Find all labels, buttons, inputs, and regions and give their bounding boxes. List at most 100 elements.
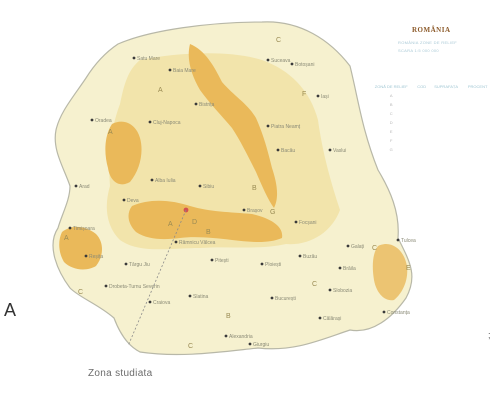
legend-cell [429,145,463,154]
zone-label: B [226,313,231,320]
legend-cell [414,118,428,127]
city-label: Giurgiu [253,342,269,348]
legend-cell [429,91,463,100]
city-label: Deva [127,198,139,204]
city-label: Alexandria [229,334,253,340]
city-marker [150,178,154,182]
legend-header-cell: SUPRAFAȚA [434,84,458,89]
city-label: Oradea [95,118,112,124]
legend-cell [429,109,463,118]
city-marker [346,244,350,248]
legend-row: E [368,127,492,136]
legend-cell [414,145,428,154]
legend-cell [463,109,492,118]
city-marker [338,266,342,270]
zone-label: A [158,87,163,94]
city-label: Craiova [153,300,170,306]
legend-cell: D [389,120,393,125]
legend-cell: C [389,111,393,116]
legend-cell [414,127,428,136]
legend-cell [429,136,463,145]
left-edge-fragment: A [4,300,17,320]
legend-header-cell: COD [417,84,427,89]
city-label: Alba Iulia [155,178,176,184]
city-marker [318,316,322,320]
city-label: Focșani [299,220,317,226]
city-label: Brașov [247,208,263,214]
city-label: București [275,296,296,302]
city-marker [168,68,172,72]
hills-region [106,53,340,250]
legend-row: A [368,91,492,100]
legend-header-cell: PROCENT [467,84,488,89]
mountains-east-carpathians [188,44,278,208]
city-marker [382,310,386,314]
study-area-leader-line [127,209,187,347]
legend-row: B [368,100,492,109]
city-marker [194,102,198,106]
city-label: Baia Mare [173,68,196,74]
city-marker [188,294,192,298]
city-marker [148,120,152,124]
mountains-south-carpathians [128,200,283,242]
city-marker [260,262,264,266]
city-marker [328,148,332,152]
city-marker [248,342,252,346]
city-label: Arad [79,184,90,190]
city-label: Ploiești [265,262,281,268]
legend-title: ROMÂNIA [412,26,451,34]
zone-label: A [168,221,173,228]
zone-label: B [206,229,211,236]
city-marker [148,300,152,304]
city-marker [68,226,72,230]
city-marker [132,56,136,60]
city-label: Râmnicu Vâlcea [179,240,216,246]
city-label: Călărași [323,316,341,322]
city-label: Satu Mare [137,56,160,62]
city-marker [316,94,320,98]
city-label: Tulcea [401,238,416,244]
zone-label: C [78,289,83,296]
city-label: Cluj-Napoca [153,120,181,126]
city-label: Galați [351,244,364,250]
legend-cell [414,109,428,118]
city-marker [266,124,270,128]
legend-cell [414,91,428,100]
city-marker [174,240,178,244]
legend-cell [414,136,428,145]
zone-label: A [108,129,113,136]
zone-label: G [270,209,275,216]
city-label: Slatina [193,294,209,300]
city-marker [74,184,78,188]
city-marker [276,148,280,152]
legend-cell: E [389,129,393,134]
legend-cell [463,127,492,136]
legend-cell [463,145,492,154]
city-label: Brăila [343,266,356,272]
city-marker [266,58,270,62]
city-label: Bistrița [199,102,215,108]
city-marker [224,334,228,338]
city-marker [290,62,294,66]
legend-cell: A [389,93,393,98]
zone-label: F [302,91,306,98]
zone-label: C [312,281,317,288]
mountains-banat [59,226,102,270]
city-label: Constanța [387,310,410,316]
zone-label: D [192,219,197,226]
city-label: Reșița [89,254,103,260]
city-marker [122,198,126,202]
legend-subtitle-1: ROMÂNIA ZONE DE RELIEF [398,40,458,45]
legend-cell: G [389,147,393,152]
city-marker [298,254,302,258]
city-marker [242,208,246,212]
mountains-apuseni [105,121,142,185]
zone-label: B [252,185,257,192]
legend-subtitle-2: SCARA 1:5 000 000 [398,48,439,53]
city-marker [90,118,94,122]
city-label: Buzău [303,254,317,260]
city-marker [84,254,88,258]
